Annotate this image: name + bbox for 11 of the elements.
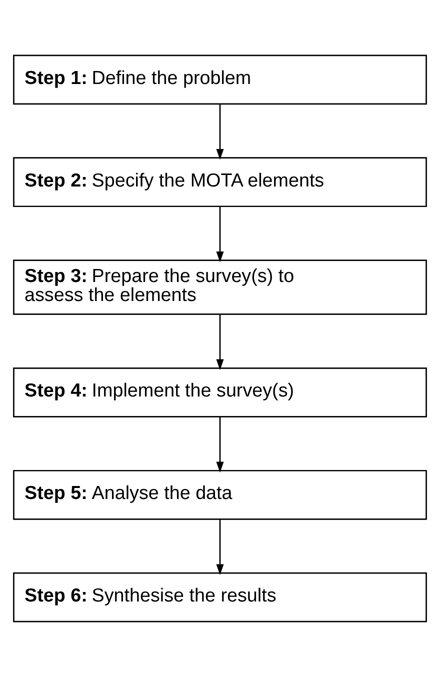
arrow <box>216 314 224 370</box>
arrow <box>216 104 224 160</box>
node-box: Step 1: Define the problem <box>13 54 427 104</box>
arrow <box>216 416 224 472</box>
node-box: Step 5: Analyse the data <box>13 469 427 520</box>
arrow <box>216 206 224 262</box>
node-box: Step 2: Specify the MOTA elements <box>13 156 427 207</box>
arrow <box>216 518 224 575</box>
node-box: Step 3: Prepare the survey(s) to assess the elements <box>13 259 427 314</box>
node-box: Step 4: Implement the survey(s) <box>13 366 427 417</box>
node-box: Step 6: Synthesise the results <box>13 572 427 622</box>
